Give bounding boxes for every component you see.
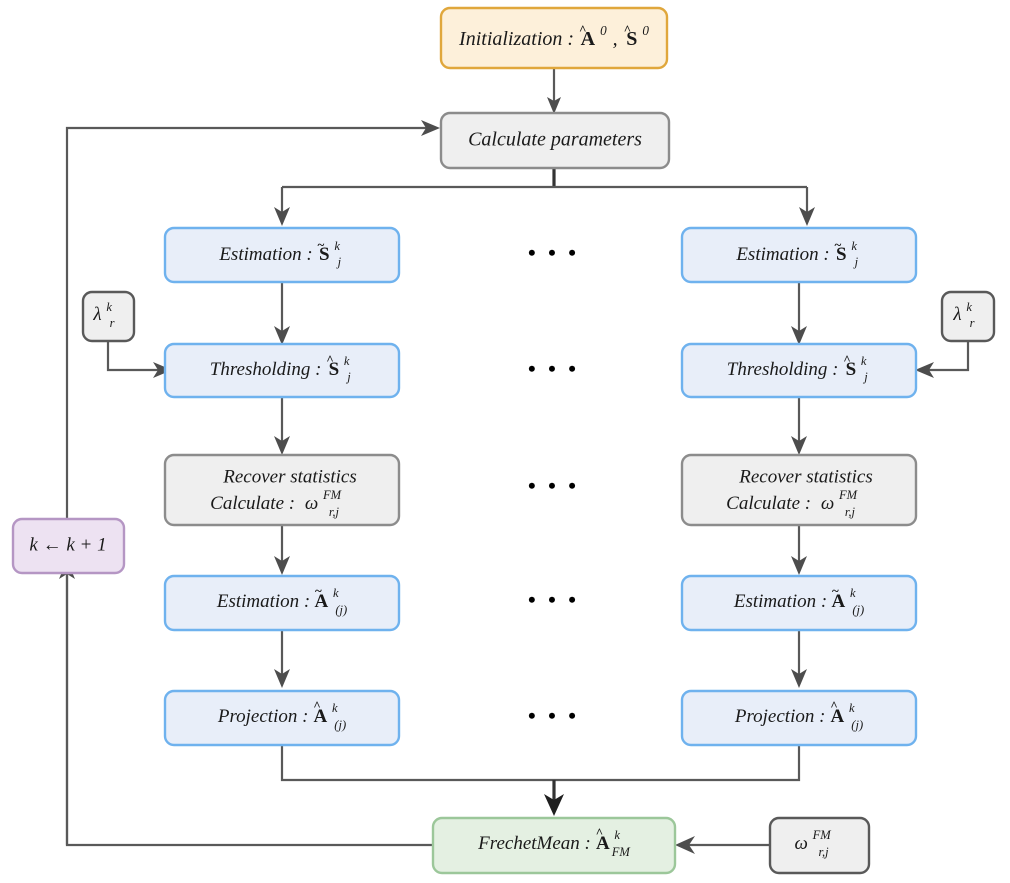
node-estimation-a-right[interactable] [680,574,918,632]
label-omega: ω FM r,j [794,824,835,859]
label-thresholding-s-right: Thresholding : ^ S k j [727,349,871,384]
node-omega[interactable] [768,816,871,875]
ellipsis-layer: • • • • • • • • • • • • • • • [528,240,580,728]
label-estimation-a-left: Estimation : ~ A k (j) [216,580,347,617]
node-recover-statistics-right[interactable] [680,453,918,527]
label-projection-a-left: Projection : ^ A k (j) [217,695,346,732]
arrowhead-bus-left [274,207,290,226]
edge-lambda-right-to-thresh [927,341,970,372]
label-estimation-s-right: Estimation : ~ S k j [735,234,861,269]
arrowhead-left-est-to-thresh [274,326,290,345]
label-frechet-mean: FrechetMean : ^ A k FM [477,822,631,859]
edge-merge-bus [280,745,801,782]
label-recover-statistics-left-line1: Recover statistics [222,466,357,487]
arrowhead-right-thresh-to-recover [791,436,807,455]
arrowhead-omega-to-frechet [675,836,695,854]
label-calculate-parameters: Calculate parameters [468,129,642,151]
node-lambda-left[interactable] [81,290,136,343]
node-estimation-a-left[interactable] [163,574,401,632]
node-estimation-s-left[interactable] [163,226,401,284]
label-estimation-a-right: Estimation : ~ A k (j) [733,580,864,617]
arrowhead-feedback-to-calc [421,120,440,136]
arrowhead-right-est-to-thresh [791,326,807,345]
ellipsis-row-1: • • • [528,240,580,265]
label-recover-statistics-right-line1: Recover statistics [738,466,873,487]
ellipsis-row-3: • • • [528,473,580,498]
node-initialization[interactable] [439,6,669,70]
label-increment-k: k ← k + 1 [29,534,106,555]
node-projection-a-left[interactable] [163,689,401,747]
arrowhead-lambda-right [915,362,934,378]
label-initialization: Initialization : ^ A 0 , ^ S 0 [458,19,649,50]
arrowhead-lambda-left [153,362,172,378]
arrowhead-left-esta-to-proj [274,669,290,688]
node-increment-k[interactable] [11,517,126,575]
arrowhead-left-recover-to-esta [274,556,290,575]
label-projection-a-right: Projection : ^ A k (j) [734,695,863,732]
node-thresholding-s-left[interactable] [163,342,401,399]
ellipsis-row-4: • • • [528,587,580,612]
edge-lambda-left-to-thresh [106,341,160,372]
label-recover-statistics-right-line2: Calculate : ω FM r,j [726,484,862,519]
ellipsis-row-2: • • • [528,356,580,381]
edge-feedback-loop [65,126,433,847]
label-lambda-right: λ k r [952,296,976,330]
nodes-layer [11,6,996,875]
arrowhead-bus-to-frechet [544,794,564,816]
node-calculate-parameters[interactable] [439,111,671,170]
arrowhead-left-thresh-to-recover [274,436,290,455]
edges-layer [59,68,970,854]
node-frechet-mean[interactable] [431,816,677,875]
ellipsis-row-5: • • • [528,703,580,728]
label-thresholding-s-left: Thresholding : ^ S k j [210,349,354,384]
label-recover-statistics-left-line2: Calculate : ω FM r,j [210,484,346,519]
node-recover-statistics-left[interactable] [163,453,401,527]
label-lambda-left: λ k r [92,296,116,330]
node-projection-a-right[interactable] [680,689,918,747]
arrowhead-right-esta-to-proj [791,669,807,688]
arrowhead-right-recover-to-esta [791,556,807,575]
labels-layer: Initialization : ^ A 0 , ^ S 0 Calculate… [29,19,976,859]
arrowhead-init-to-calc [547,97,561,114]
node-estimation-s-right[interactable] [680,226,918,284]
arrowhead-bus-right [799,207,815,226]
node-lambda-right[interactable] [940,290,996,343]
node-thresholding-s-right[interactable] [680,342,918,399]
label-estimation-s-left: Estimation : ~ S k j [218,234,344,269]
